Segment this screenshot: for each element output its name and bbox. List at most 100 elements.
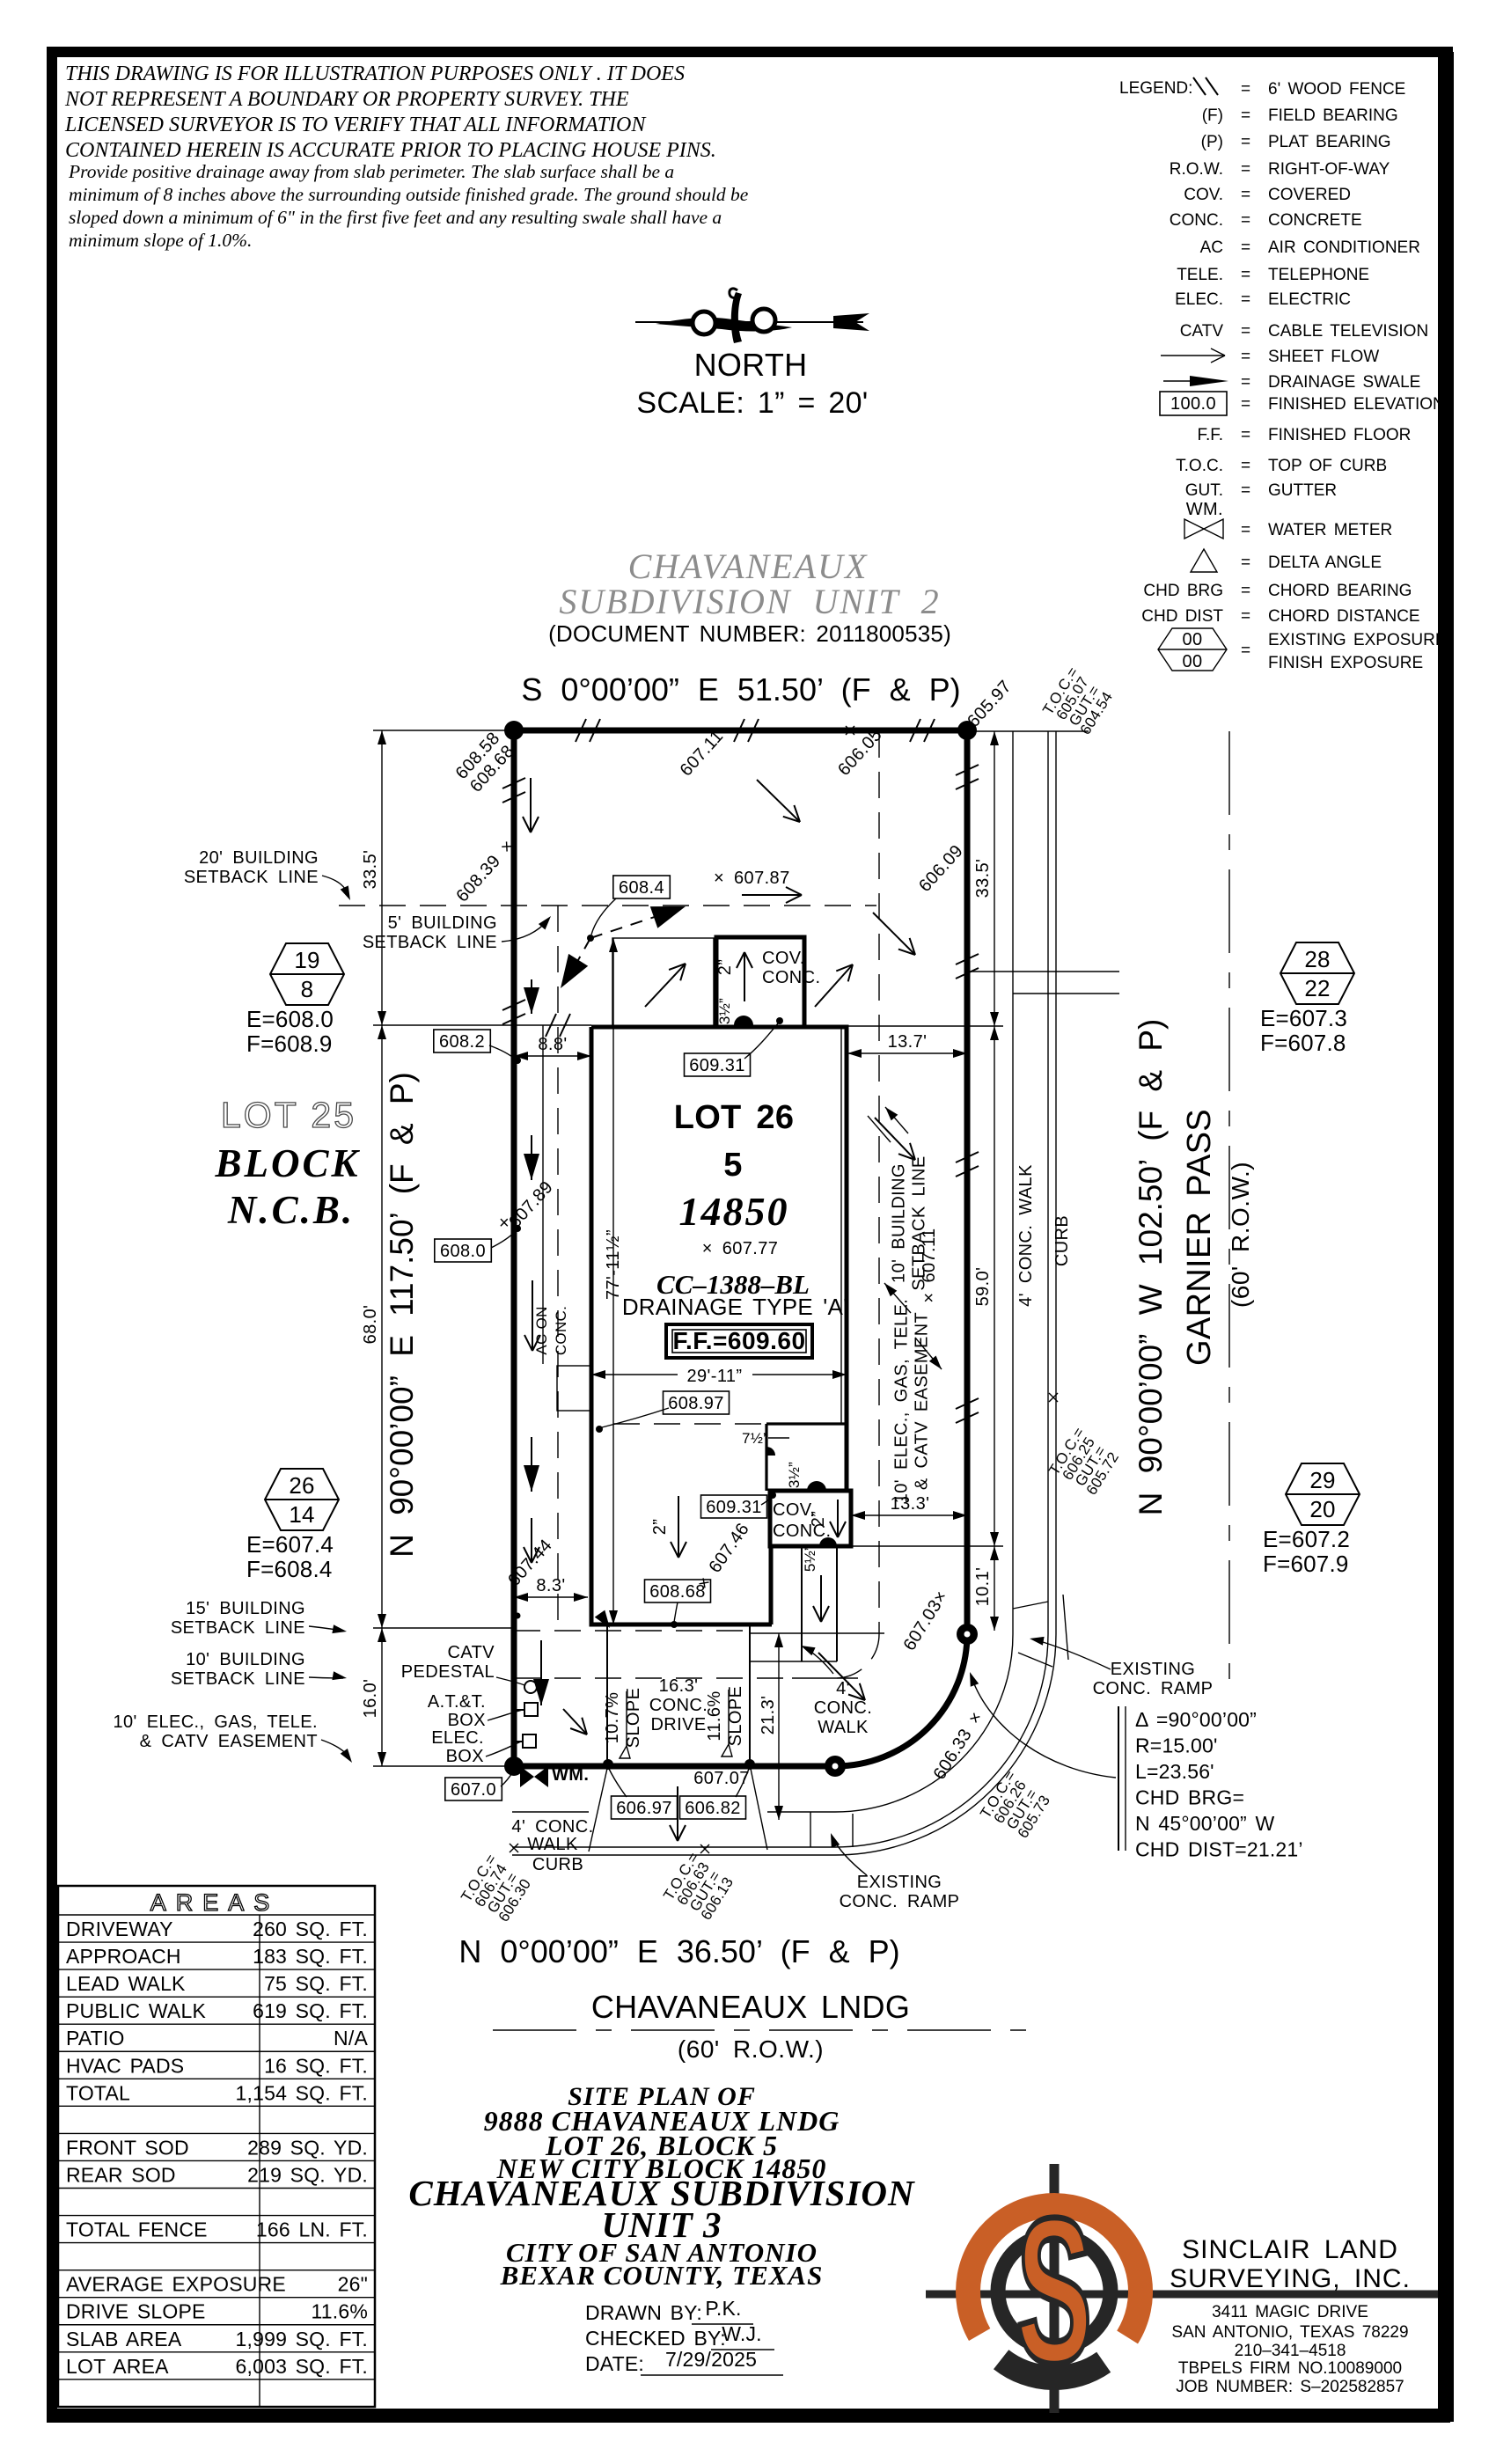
svg-text:N 90°00’00” W 102.50’ (F: N 90°00’00” W 102.50’ (F & P) bbox=[1133, 1019, 1169, 1516]
svg-text:NORTH: NORTH bbox=[694, 347, 808, 383]
svg-text:20: 20 bbox=[1309, 1496, 1335, 1522]
svg-text:A.T.&T.: A.T.&T. bbox=[428, 1692, 486, 1712]
svg-text:LEGEND:: LEGEND: bbox=[1119, 79, 1192, 98]
svg-text:CONCRETE: CONCRETE bbox=[1268, 211, 1362, 230]
svg-text:=: = bbox=[1241, 348, 1250, 366]
svg-text:TBPELS FIRM NO.10089000: TBPELS FIRM NO.10089000 bbox=[1178, 2359, 1402, 2378]
svg-text:GARNIER PASS: GARNIER PASS bbox=[1181, 1109, 1218, 1366]
svg-text:SLOPE: SLOPE bbox=[624, 1688, 643, 1749]
svg-text:minimum of 8 inches above the: minimum of 8 inches above the surroundin… bbox=[69, 184, 749, 205]
svg-text:00: 00 bbox=[1182, 652, 1202, 671]
svg-text:=: = bbox=[1241, 642, 1250, 660]
svg-text:13.7': 13.7' bbox=[888, 1032, 928, 1052]
svg-text:=: = bbox=[1241, 133, 1250, 151]
svg-text:(DOCUMENT NUMBER: 2011800535: (DOCUMENT NUMBER: 2011800535) bbox=[548, 620, 951, 647]
svg-text:AREAS: AREAS bbox=[150, 1889, 280, 1916]
svg-text:219 SQ. YD.: 219 SQ. YD. bbox=[247, 2163, 368, 2186]
svg-text:CATV: CATV bbox=[448, 1643, 495, 1662]
svg-text:ELEC.: ELEC. bbox=[1175, 290, 1223, 309]
svg-text:166 LN. FT.: 166 LN. FT. bbox=[256, 2218, 368, 2241]
svg-text:EXISTING: EXISTING bbox=[1111, 1660, 1196, 1679]
svg-text:(P): (P) bbox=[1201, 133, 1223, 151]
svg-text:10.1': 10.1' bbox=[973, 1567, 993, 1607]
svg-text:× 607.87: × 607.87 bbox=[714, 869, 790, 888]
svg-text:=: = bbox=[1241, 582, 1250, 600]
svg-text:=: = bbox=[1241, 481, 1250, 500]
svg-text:WATER METER: WATER METER bbox=[1268, 521, 1392, 539]
svg-text:606.97: 606.97 bbox=[616, 1799, 672, 1818]
svg-text:FINISHED FLOOR: FINISHED FLOOR bbox=[1268, 426, 1411, 444]
svg-text:289 SQ. YD.: 289 SQ. YD. bbox=[247, 2136, 368, 2159]
svg-text:15' BUILDING: 15' BUILDING bbox=[186, 1599, 305, 1618]
svg-text:CHECKED BY:: CHECKED BY: bbox=[585, 2327, 726, 2350]
svg-text:N 90°00’00” E 117.50’ (F: N 90°00’00” E 117.50’ (F & P) bbox=[384, 1072, 420, 1558]
svg-text:=: = bbox=[1241, 607, 1250, 626]
svg-text:BEXAR COUNTY, TEXAS: BEXAR COUNTY, TEXAS bbox=[500, 2260, 824, 2291]
svg-text:609.31: 609.31 bbox=[706, 1498, 762, 1517]
svg-text:210–341–4518: 210–341–4518 bbox=[1235, 2342, 1346, 2360]
svg-text:BOX: BOX bbox=[448, 1711, 486, 1730]
svg-text:CONC.: CONC. bbox=[773, 1522, 831, 1541]
svg-text:NEW CITY BLOCK 14850: NEW CITY BLOCK 14850 bbox=[496, 2152, 827, 2184]
svg-text:COV.: COV. bbox=[773, 1500, 816, 1520]
svg-text:5: 5 bbox=[723, 1147, 742, 1184]
svg-text:=: = bbox=[1241, 211, 1250, 230]
svg-text:× 607.11: × 607.11 bbox=[920, 1228, 939, 1302]
svg-text:00: 00 bbox=[1182, 630, 1202, 649]
svg-text:608.97: 608.97 bbox=[668, 1394, 724, 1413]
svg-text:CHD BRG: CHD BRG bbox=[1143, 582, 1223, 600]
svg-text:16.3': 16.3' bbox=[659, 1676, 699, 1696]
svg-text:EXISTING: EXISTING bbox=[857, 1873, 942, 1892]
svg-text:PATIO: PATIO bbox=[66, 2027, 125, 2050]
svg-text:SAN ANTONIO, TEXAS 78229: SAN ANTONIO, TEXAS 78229 bbox=[1171, 2323, 1408, 2342]
svg-text:PUBLIC WALK: PUBLIC WALK bbox=[66, 1999, 206, 2022]
svg-text:LICENSED SURVEYOR IS TO VERIFY: LICENSED SURVEYOR IS TO VERIFY THAT ALL … bbox=[64, 114, 647, 136]
svg-text:608.4: 608.4 bbox=[619, 878, 664, 898]
svg-text:DRAINAGE TYPE 'A': DRAINAGE TYPE 'A' bbox=[622, 1294, 847, 1320]
svg-text:=: = bbox=[1241, 80, 1250, 99]
svg-text:Δ =90°00’00”: Δ =90°00’00” bbox=[1135, 1708, 1257, 1731]
svg-text:7/29/2025: 7/29/2025 bbox=[665, 2348, 757, 2371]
svg-text:CONC.: CONC. bbox=[762, 968, 820, 987]
svg-text:14850: 14850 bbox=[679, 1189, 789, 1234]
svg-text:(60' R.O.W.): (60' R.O.W.) bbox=[678, 2035, 824, 2063]
svg-text:20' BUILDING: 20' BUILDING bbox=[199, 848, 319, 868]
svg-text:F=607.9: F=607.9 bbox=[1263, 1551, 1349, 1577]
svg-text:E=608.0: E=608.0 bbox=[246, 1006, 334, 1032]
svg-text:100.0: 100.0 bbox=[1170, 394, 1216, 414]
svg-text:FINISHED ELEVATION: FINISHED ELEVATION bbox=[1268, 395, 1445, 414]
svg-text:N.C.B.: N.C.B. bbox=[227, 1188, 355, 1232]
svg-text:=: = bbox=[1241, 266, 1250, 284]
svg-text:28: 28 bbox=[1304, 946, 1330, 972]
svg-text:CONC.: CONC. bbox=[814, 1698, 872, 1718]
svg-text:TOP OF CURB: TOP OF CURB bbox=[1268, 457, 1387, 475]
svg-text:DRAINAGE SWALE: DRAINAGE SWALE bbox=[1268, 373, 1420, 392]
svg-text:E=607.2: E=607.2 bbox=[1263, 1526, 1350, 1552]
svg-text:E=607.4: E=607.4 bbox=[246, 1531, 334, 1558]
svg-text:BOX: BOX bbox=[446, 1747, 484, 1766]
svg-text:THIS DRAWING IS FOR ILLUSTRATI: THIS DRAWING IS FOR ILLUSTRATION PURPOSE… bbox=[65, 62, 685, 85]
svg-text:SETBACK LINE: SETBACK LINE bbox=[910, 1155, 929, 1290]
svg-text:5½”: 5½” bbox=[802, 1545, 818, 1572]
svg-text:CHAVANEAUX: CHAVANEAUX bbox=[628, 546, 869, 586]
svg-text:16.0': 16.0' bbox=[361, 1679, 380, 1719]
svg-text:NOT REPRESENT A BOUNDARY OR PR: NOT REPRESENT A BOUNDARY OR PROPERTY SUR… bbox=[64, 88, 629, 111]
svg-text:8.3': 8.3' bbox=[536, 1576, 565, 1595]
svg-text:4': 4' bbox=[836, 1679, 850, 1698]
svg-text:29'-11”: 29'-11” bbox=[687, 1367, 743, 1386]
svg-text:608.0: 608.0 bbox=[440, 1242, 486, 1261]
svg-text:CONC. RAMP: CONC. RAMP bbox=[840, 1892, 960, 1911]
svg-text:183 SQ. FT.: 183 SQ. FT. bbox=[253, 1945, 368, 1968]
svg-text:UNIT 3: UNIT 3 bbox=[602, 2204, 722, 2245]
svg-text:LOT 26: LOT 26 bbox=[674, 1099, 795, 1136]
svg-text:1,999 SQ. FT.: 1,999 SQ. FT. bbox=[236, 2328, 369, 2350]
svg-text:F=608.4: F=608.4 bbox=[246, 1556, 333, 1582]
svg-text:260 SQ. FT.: 260 SQ. FT. bbox=[253, 1918, 368, 1940]
svg-text:1,154 SQ. FT.: 1,154 SQ. FT. bbox=[236, 2081, 369, 2104]
svg-text:JOB NUMBER: S–202582857: JOB NUMBER: S–202582857 bbox=[1176, 2378, 1404, 2396]
svg-text:APPROACH: APPROACH bbox=[66, 1945, 181, 1968]
svg-text:29: 29 bbox=[1309, 1467, 1335, 1493]
svg-text:LOT 25: LOT 25 bbox=[221, 1095, 356, 1135]
svg-text:E=607.3: E=607.3 bbox=[1260, 1005, 1347, 1031]
svg-text:FIELD BEARING: FIELD BEARING bbox=[1268, 106, 1398, 125]
